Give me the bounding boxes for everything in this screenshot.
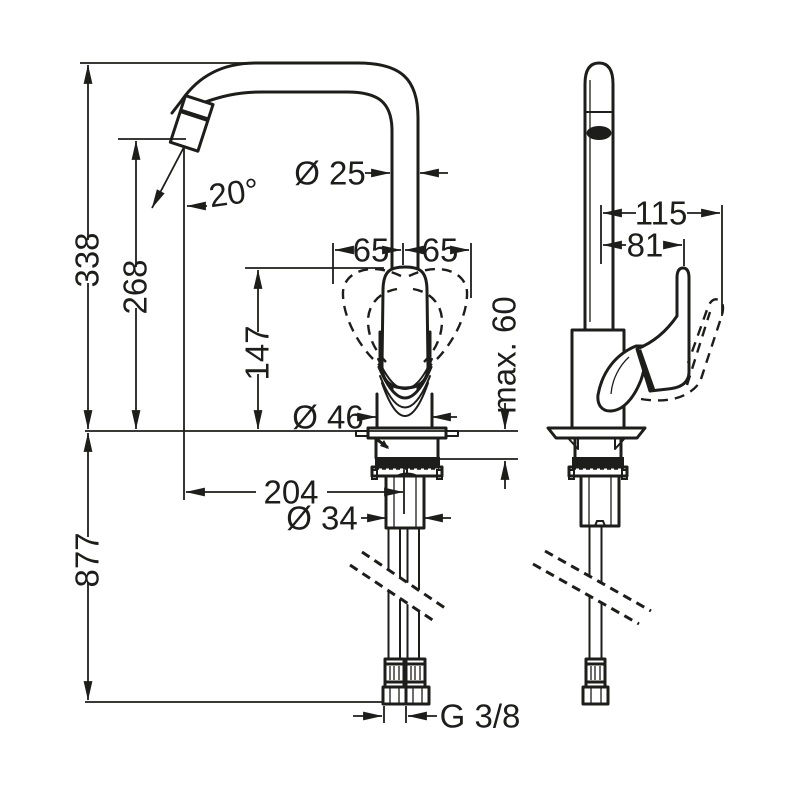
side-view	[532, 61, 725, 706]
dim-swivel-left-label: 65	[353, 232, 390, 269]
dim-outlet-height-label: 268	[117, 259, 154, 314]
spout-outlet-opening	[586, 126, 612, 140]
handle-swing-dashed	[341, 267, 469, 368]
dim-spout-top-height-label: 338	[69, 232, 106, 287]
outlet-angle-slant-line	[151, 146, 185, 209]
cartridge-cap-rings	[377, 358, 433, 417]
supply-hoses-front	[381, 527, 431, 706]
front-view	[168, 61, 469, 706]
handle-side-tabs	[378, 330, 432, 368]
dim-outlet-angle-label: 20°	[206, 171, 261, 215]
dimension-labels: 338 268 877 147 max. 60 20° Ø 25 65 65 Ø…	[69, 155, 688, 735]
dim-max-mounting-depth-label: max. 60	[486, 296, 523, 413]
dim-handle-height-label: 147	[239, 325, 276, 380]
dim-total-height-label: 877	[69, 532, 106, 587]
supply-hose-side	[581, 525, 610, 706]
dim-body-diameter-label: Ø 46	[292, 399, 364, 436]
break-lines-front	[349, 550, 449, 625]
dim-side-reach-total-label: 115	[635, 195, 688, 232]
hose-crimp-left	[383, 657, 406, 689]
hose-crimp-right	[404, 657, 427, 689]
hose-hex-nut-side	[581, 685, 610, 706]
spout-nozzle	[168, 94, 215, 153]
spout-side	[583, 61, 615, 332]
base-flange-side	[546, 426, 647, 450]
dim-side-reach-handle-label: 81	[627, 227, 664, 264]
break-lines-side	[532, 549, 652, 626]
dimension-annotations: 338 268 877 147 max. 60 20° Ø 25 65 65 Ø…	[69, 62, 723, 735]
handle-front	[380, 265, 430, 390]
dim-spout-reach-label: 204	[263, 474, 318, 511]
extension-lines	[80, 62, 723, 723]
handle-side	[596, 266, 691, 413]
dimension-lines	[83, 64, 721, 721]
mounting-base-side	[567, 436, 629, 480]
dim-hose-thread-label: G 3/8	[440, 698, 521, 735]
dim-shank-diameter-label: Ø 34	[286, 500, 358, 537]
hose-hex-nuts	[381, 685, 431, 706]
mounting-shank-side	[579, 474, 621, 528]
dim-spout-diameter-label: Ø 25	[294, 155, 366, 192]
mounting-shank-front	[384, 474, 426, 530]
dim-swivel-right-label: 65	[422, 232, 459, 269]
